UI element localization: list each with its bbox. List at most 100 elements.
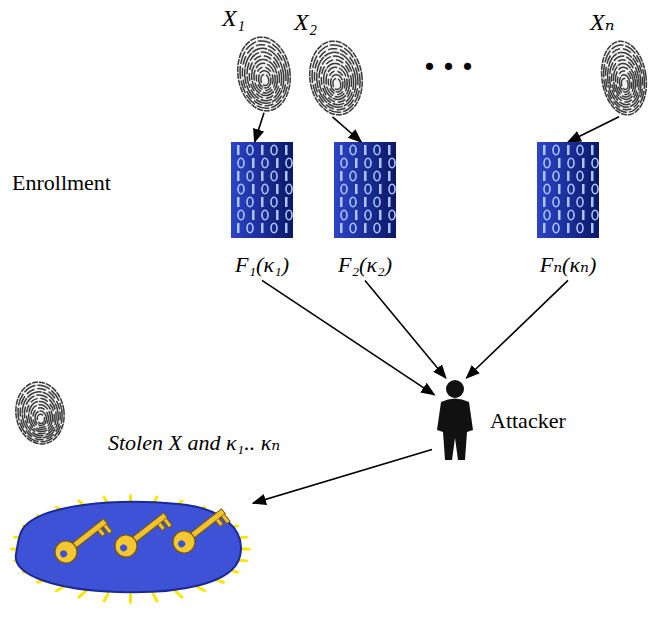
bit-one bbox=[261, 145, 264, 155]
fingerprint-ridge bbox=[27, 400, 55, 433]
bit-zero bbox=[568, 158, 574, 168]
bit-one bbox=[355, 158, 358, 168]
fingerprint-ridge bbox=[621, 78, 629, 90]
fingerprint-ridge bbox=[29, 403, 52, 431]
bit-zero bbox=[247, 145, 253, 155]
arrow-connector bbox=[255, 113, 264, 142]
fingerprint-ridge bbox=[319, 58, 355, 104]
bit-one bbox=[237, 223, 240, 233]
stolen-label: Stolen X and κ₁.. κₙ bbox=[108, 430, 280, 456]
bit-one bbox=[261, 223, 264, 233]
bit-zero bbox=[389, 210, 395, 220]
bit-zero bbox=[271, 223, 277, 233]
bit-zero bbox=[271, 171, 277, 181]
fingerprint-ridge bbox=[252, 62, 277, 95]
bit-one bbox=[591, 197, 594, 207]
bit-one bbox=[252, 210, 255, 220]
fingerprint-ridge bbox=[308, 42, 364, 116]
binary-block bbox=[537, 142, 599, 238]
bit-one bbox=[340, 145, 343, 155]
binary-texture bbox=[340, 145, 395, 233]
attacker-label: Attacker bbox=[490, 408, 566, 434]
fingerprint-ridge bbox=[332, 78, 341, 90]
bit-zero bbox=[553, 197, 559, 207]
bit-zero bbox=[374, 197, 380, 207]
key-icon bbox=[51, 513, 113, 569]
fingerprint-ridge bbox=[602, 46, 647, 112]
fingerprint-ground bbox=[236, 35, 292, 113]
bit-one bbox=[364, 145, 367, 155]
binary-image bbox=[334, 142, 396, 238]
bit-zero bbox=[350, 171, 356, 181]
fingerprint-ridge bbox=[241, 46, 287, 106]
fingerprint-ridge bbox=[37, 414, 45, 424]
bit-zero bbox=[374, 223, 380, 233]
sample-label: Xₙ bbox=[590, 8, 614, 37]
key-cloud bbox=[16, 502, 241, 592]
fingerprint-ground bbox=[11, 378, 69, 448]
bit-zero bbox=[544, 210, 550, 220]
template-label: F₁(κ₁) bbox=[235, 252, 289, 278]
fingerprint-ridge bbox=[321, 62, 351, 101]
binary-image bbox=[231, 142, 293, 238]
keys-image bbox=[8, 490, 253, 600]
stolen-fingerprint bbox=[11, 378, 69, 448]
attacker-figure: Attacker bbox=[432, 378, 478, 462]
fingerprint-ridge bbox=[618, 74, 631, 93]
bit-zero bbox=[389, 184, 395, 194]
key-icon bbox=[169, 503, 231, 559]
fingerprint-ridge bbox=[327, 70, 347, 96]
fingerprint-ridge bbox=[239, 42, 290, 109]
binary-texture bbox=[237, 145, 292, 233]
bit-one bbox=[364, 171, 367, 181]
fingerprint-ridge bbox=[249, 58, 279, 97]
template-block: Fₙ(κₙ) bbox=[531, 142, 605, 280]
bit-one bbox=[237, 171, 240, 181]
fingerprint-ridge bbox=[614, 66, 636, 98]
bit-zero bbox=[247, 223, 253, 233]
bit-one bbox=[388, 171, 391, 181]
arrow-connector bbox=[253, 449, 432, 503]
fingerprint-ridge bbox=[14, 382, 65, 444]
arrow-connector bbox=[365, 280, 446, 378]
bit-one bbox=[582, 184, 585, 194]
bit-one bbox=[582, 210, 585, 220]
bit-zero bbox=[389, 158, 395, 168]
fingerprint-ridge bbox=[19, 389, 61, 440]
bit-zero bbox=[577, 145, 583, 155]
bit-one bbox=[388, 145, 391, 155]
bit-zero bbox=[350, 197, 356, 207]
fingerprint-ridge bbox=[316, 54, 357, 107]
bit-zero bbox=[262, 184, 268, 194]
bit-one bbox=[285, 145, 288, 155]
bit-one bbox=[558, 184, 561, 194]
fingerprint-ridge bbox=[257, 70, 272, 89]
fingerprint-ridge bbox=[616, 70, 633, 95]
binary-texture bbox=[543, 145, 598, 233]
bit-one bbox=[591, 171, 594, 181]
bit-one bbox=[567, 223, 570, 233]
bit-one bbox=[388, 223, 391, 233]
fingerprint-ground bbox=[600, 39, 648, 117]
template-label: F₂(κ₂) bbox=[338, 252, 392, 278]
bit-one bbox=[237, 145, 240, 155]
bit-one bbox=[340, 223, 343, 233]
fingerprint-ridge bbox=[604, 50, 644, 109]
bit-one bbox=[543, 223, 546, 233]
bit-zero bbox=[553, 223, 559, 233]
bit-zero bbox=[577, 171, 583, 181]
bit-one bbox=[379, 184, 382, 194]
bit-zero bbox=[238, 158, 244, 168]
bit-zero bbox=[247, 197, 253, 207]
fingerprint-ridge bbox=[12, 379, 68, 447]
bit-zero bbox=[286, 158, 292, 168]
bit-one bbox=[364, 223, 367, 233]
bit-zero bbox=[286, 210, 292, 220]
bit-zero bbox=[365, 210, 371, 220]
bit-one bbox=[364, 197, 367, 207]
bit-zero bbox=[374, 171, 380, 181]
sample-label: X₂ bbox=[294, 8, 317, 37]
fingerprint-image bbox=[236, 35, 292, 113]
fingerprint-ridge bbox=[17, 386, 64, 443]
bit-one bbox=[558, 210, 561, 220]
